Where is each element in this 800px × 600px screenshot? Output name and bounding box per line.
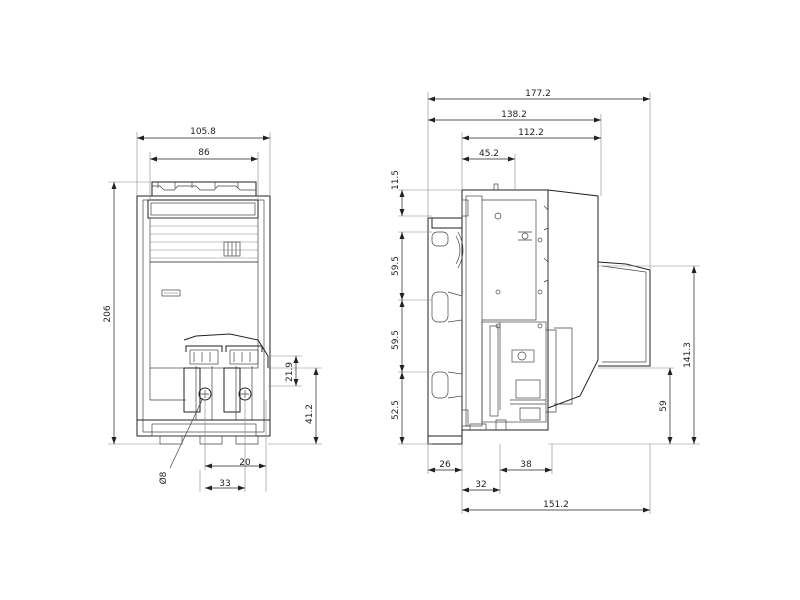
dim-side-height-right-upper: 141.3 [683,342,693,368]
dim-side-pitch-lower: 59.5 [391,330,401,350]
side-view: 177.2 138.2 112.2 45.2 11.5 59.5 59.5 52… [391,89,700,514]
dim-side-offset-top: 11.5 [391,170,401,190]
dim-terminal-height-upper: 21.9 [285,362,295,382]
dim-side-depth-overall: 177.2 [525,89,551,99]
dim-front-width-overall: 105.8 [190,127,216,137]
dim-terminal-height-lower: 41.2 [305,404,315,424]
dim-side-depth-inner: 112.2 [518,128,544,138]
dim-side-height-right-lower: 59 [659,400,669,412]
dim-side-base-center: 32 [475,480,486,490]
dim-side-base-right: 38 [520,460,532,470]
dim-side-base-left: 26 [439,460,451,470]
dim-side-offset-bottom: 52.5 [391,400,401,420]
dim-side-depth-mid: 138.2 [501,110,527,120]
dim-side-depth-front: 45.2 [479,149,499,159]
front-view: 105.8 86 206 21.9 41.2 20 33 Ø8 [103,127,322,492]
dim-hole-diameter: Ø8 [158,471,169,484]
dim-front-height: 206 [103,305,113,322]
dim-terminal-spacing-small: 20 [239,458,251,468]
dim-side-pitch-upper: 59.5 [391,256,401,276]
dim-side-base-overall: 151.2 [543,500,569,510]
dim-front-width-inner: 86 [198,148,210,158]
dim-terminal-spacing-large: 33 [219,479,230,489]
